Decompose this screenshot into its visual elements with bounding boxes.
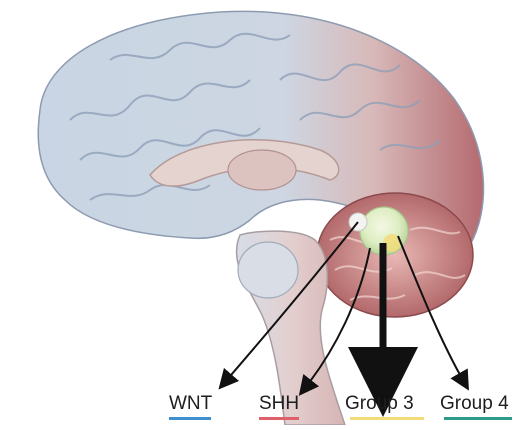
- label-wnt: WNT: [169, 394, 212, 413]
- underline-group4: [444, 417, 512, 420]
- underline-wnt: [169, 417, 211, 420]
- thalamus: [228, 150, 296, 190]
- label-group4: Group 4: [440, 394, 509, 413]
- label-group3: Group 3: [345, 394, 414, 413]
- pons: [238, 242, 298, 298]
- underline-group3: [350, 417, 424, 420]
- label-shh: SHH: [259, 394, 299, 413]
- underline-shh: [259, 417, 299, 420]
